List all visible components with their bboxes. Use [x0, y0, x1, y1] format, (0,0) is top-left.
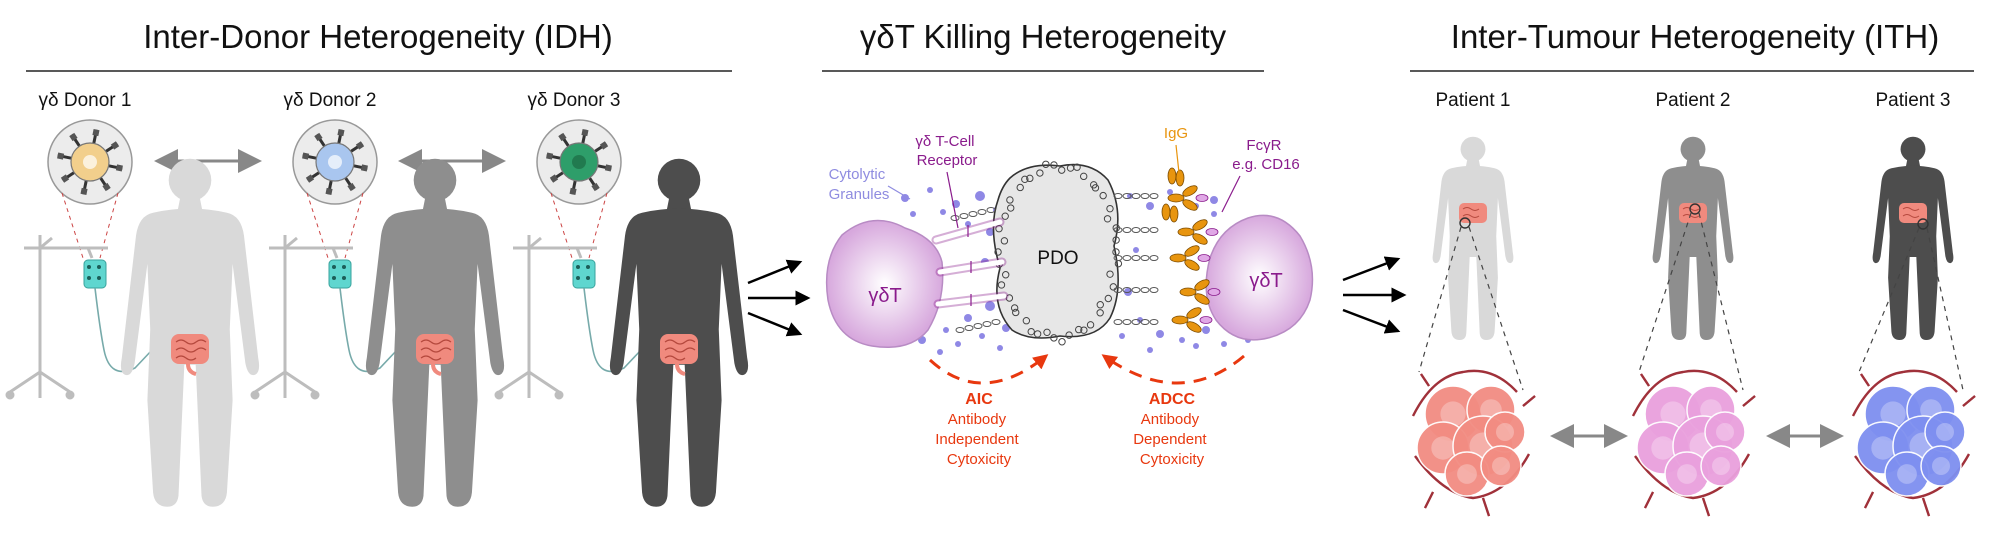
iv-bag-icon: [83, 259, 107, 289]
tumour-icon: [1851, 369, 1976, 517]
donor-label-1: γδ Donor 1: [39, 90, 132, 111]
tumour-site-marker: [1459, 217, 1471, 229]
iv-bag-icon: [572, 259, 596, 289]
aic-description: Antibody Independent Cytoxicity: [935, 411, 1023, 468]
zoom-line: [1638, 212, 1692, 373]
patient-label-3: Patient 3: [1876, 90, 1951, 111]
gdt-cell-right-label: γδT: [1249, 270, 1282, 292]
adcc-description: Antibody Dependent Cytoxicity: [1133, 411, 1211, 468]
iv-stand-icon: [250, 235, 353, 400]
iv-stand-icon: [5, 235, 108, 400]
killing-panel: PDO γδT γδT Cytolytic Granules γδ T-Cell…: [825, 125, 1314, 468]
igg-pointer: [1175, 144, 1181, 183]
patient-group-2: [1631, 136, 1756, 517]
patient-body-silhouette: [1872, 136, 1954, 341]
tumour-site-marker: [1689, 203, 1701, 215]
donor-group-3: [494, 119, 749, 507]
receptor-pointer: [946, 171, 959, 229]
patient-body-silhouette: [1652, 136, 1734, 341]
cytolytic-granules-label: Cytolytic Granules: [829, 166, 890, 203]
gd-t-cell-icon: [57, 129, 123, 195]
igg-label: IgG: [1164, 125, 1188, 142]
tumour-site-marker: [1917, 218, 1929, 230]
gd-t-cell-icon: [546, 129, 612, 195]
iv-bag-icon: [328, 259, 352, 289]
gd-t-cell-receptors: [931, 207, 1009, 333]
ith-title: Inter-Tumour Heterogeneity (ITH): [1451, 18, 1939, 55]
zoom-line: [1858, 227, 1920, 373]
gd-t-cell-icon: [302, 129, 368, 195]
zoom-line: [1468, 226, 1524, 391]
igg-antibodies: [1113, 167, 1221, 333]
donor-label-3: γδ Donor 3: [528, 90, 621, 111]
adcc-arrow: [1101, 354, 1245, 385]
intestine-icon: [660, 334, 698, 376]
aic-title: AIC: [965, 391, 993, 408]
donor-label-2: γδ Donor 2: [284, 90, 377, 111]
adcc-title: ADCC: [1149, 391, 1196, 408]
pdo-organoid: [992, 163, 1119, 339]
ith-panel: Patient 1 Patient 2 Patient 3: [1411, 90, 1976, 517]
pdo-surface-cells: [994, 160, 1123, 346]
aic-arrow: [928, 354, 1049, 385]
patient-group-3: [1851, 136, 1976, 517]
cytolytic-granules: [901, 187, 1251, 355]
gdt-cell-left: [825, 219, 944, 349]
donor-body-silhouette: [120, 158, 260, 507]
gdt-cell-left-label: γδT: [868, 285, 901, 307]
iv-stand-icon: [494, 235, 597, 400]
patient-label-2: Patient 2: [1656, 90, 1731, 111]
donor-group-2: [250, 119, 505, 507]
fcr-label: FcγR e.g. CD16: [1232, 137, 1300, 173]
tumour-icon: [1631, 369, 1756, 517]
patient-group-1: [1411, 136, 1536, 517]
intestine-icon: [1899, 203, 1927, 223]
igg-icon: [1171, 307, 1213, 333]
igg-icon: [1179, 279, 1221, 305]
fcr-pointer: [1221, 175, 1241, 213]
igg-icon: [1167, 185, 1209, 211]
idh-panel: γδ Donor 1 γδ Donor 2 γδ Donor 3: [5, 90, 749, 507]
receptor-label: γδ T-Cell Receptor: [915, 133, 978, 169]
idh-title: Inter-Donor Heterogeneity (IDH): [143, 18, 613, 55]
intestine-icon: [1459, 203, 1487, 223]
zoom-line: [1698, 212, 1744, 391]
igg-icon: [1169, 245, 1211, 271]
igg-icon: [1177, 219, 1219, 245]
donor-body-silhouette: [609, 158, 749, 507]
donor-group-1: [5, 119, 260, 507]
donor-body-silhouette: [365, 158, 505, 507]
tumour-icon: [1411, 369, 1536, 517]
killing-title: γδT Killing Heterogeneity: [860, 18, 1227, 55]
zoom-line: [1926, 227, 1964, 391]
flow-arrows-left: [747, 259, 811, 337]
intestine-icon: [416, 334, 454, 376]
patient-label-1: Patient 1: [1436, 90, 1511, 111]
flow-arrows-right: [1342, 256, 1407, 334]
intestine-icon: [171, 334, 209, 376]
pdo-label: PDO: [1037, 248, 1078, 269]
granules-pointer: [887, 185, 911, 200]
